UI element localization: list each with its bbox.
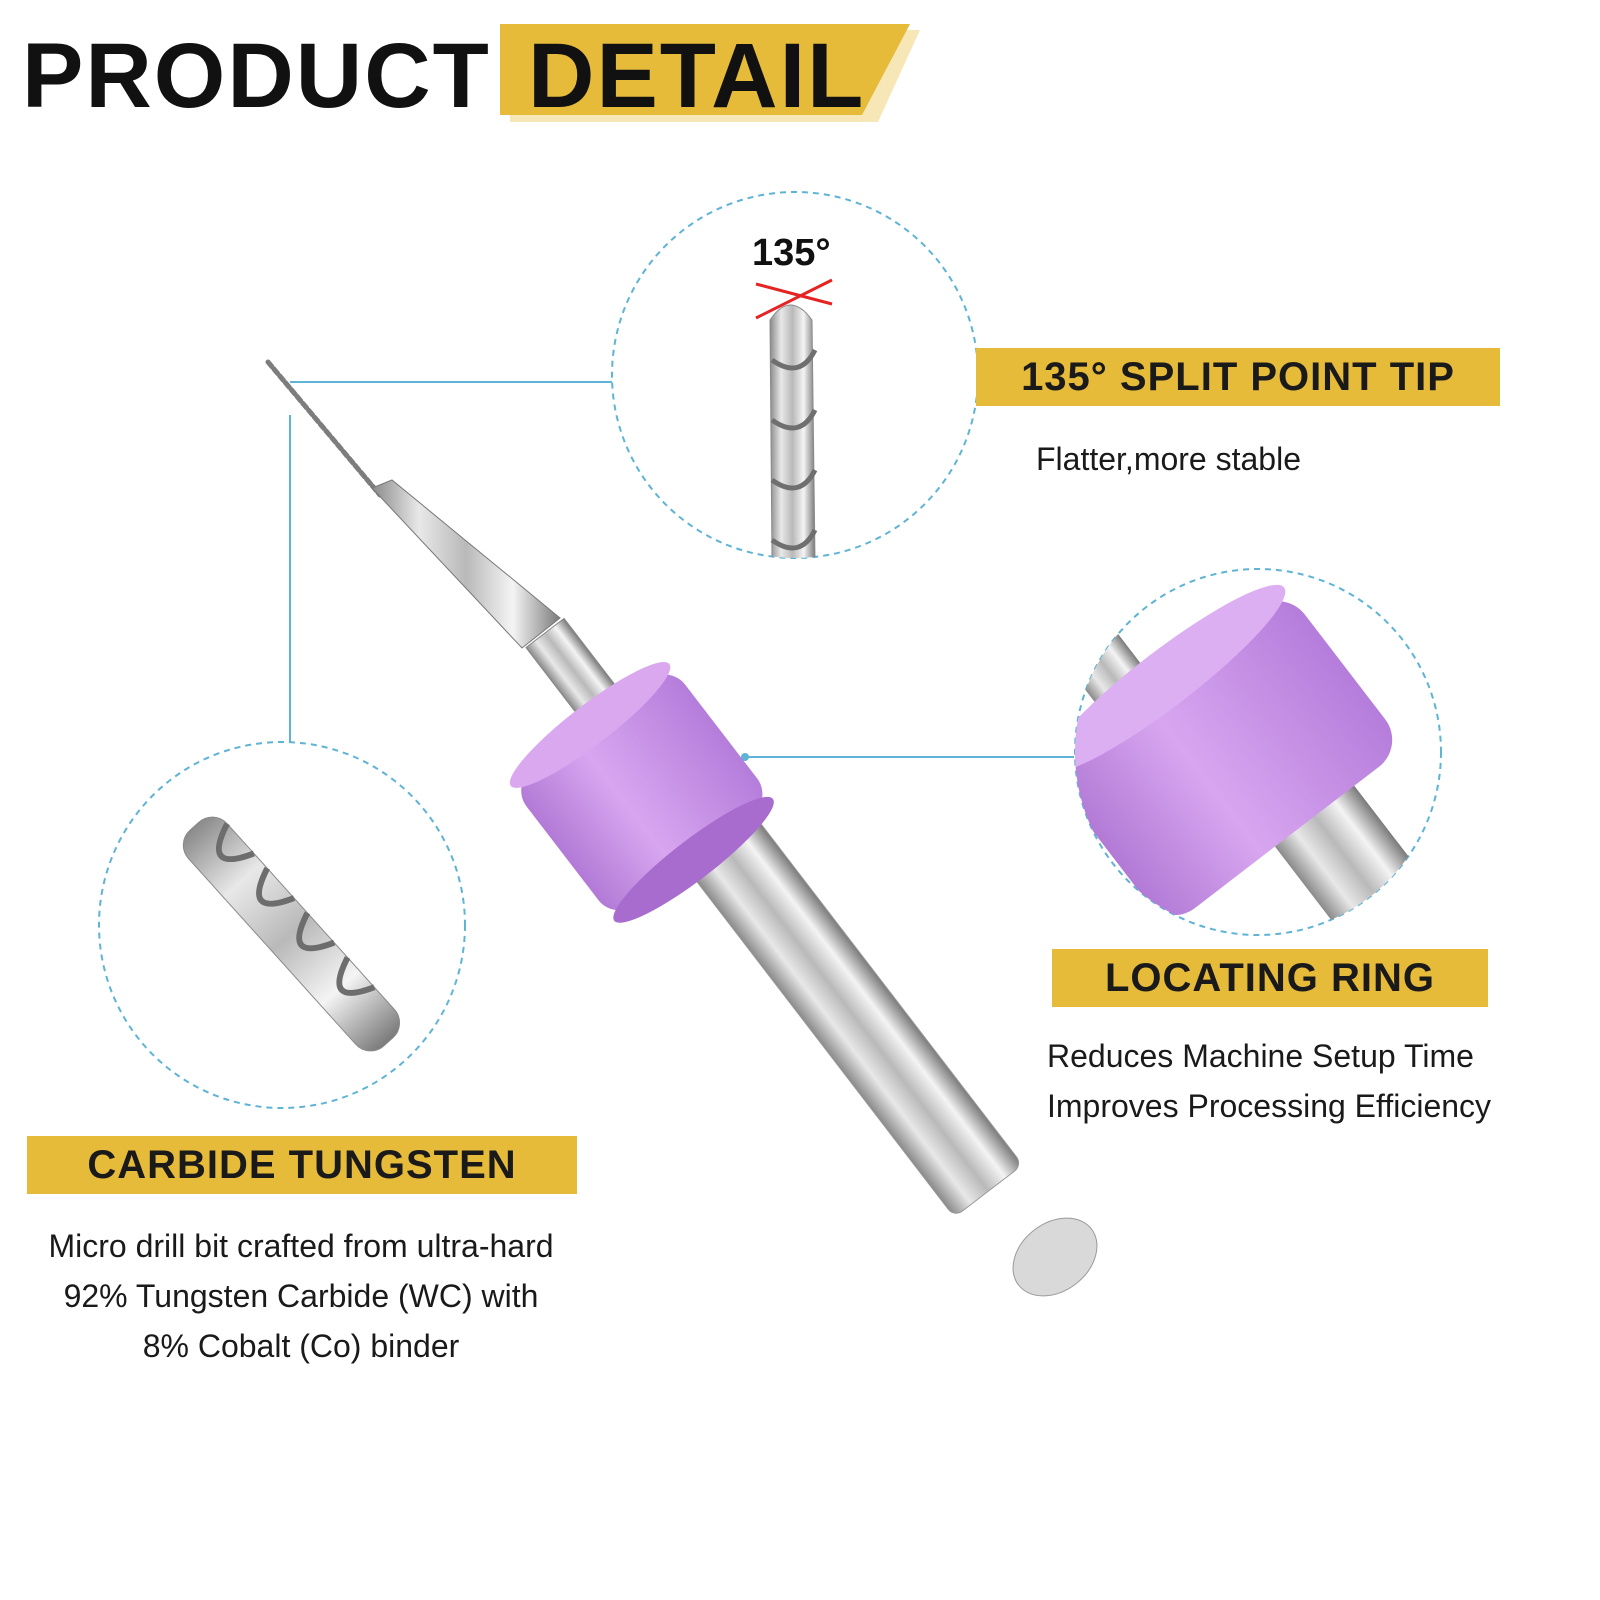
callout-lines (289, 381, 1074, 758)
tip-feature-description: Flatter,more stable (1036, 434, 1301, 484)
ring-description-line: Improves Processing Efficiency (1047, 1088, 1492, 1124)
angle-mark-line-2 (755, 278, 833, 320)
drill-bit-illustration (265, 359, 1098, 1297)
carbide-description-line: 92% Tungsten Carbide (WC) with (63, 1278, 539, 1314)
title-highlight-banner (500, 24, 920, 122)
split-point-tip-zoom (611, 191, 979, 559)
carbide-description-line: 8% Cobalt (Co) binder (142, 1328, 460, 1364)
page-title-highlight: DETAIL (528, 25, 866, 127)
carbide-feature-banner: CARBIDE TUNGSTEN (27, 1136, 577, 1194)
tip-angle-label: 135° (752, 232, 831, 274)
page-title-plain: PRODUCT (22, 25, 491, 127)
ring-feature-banner: LOCATING RING (1052, 949, 1488, 1007)
tip-description-line: Flatter,more stable (1036, 441, 1301, 477)
ring-callout-dot (741, 753, 749, 761)
ring-feature-description: Reduces Machine Setup Time Improves Proc… (1047, 1031, 1491, 1131)
angle-mark-line-1 (755, 282, 833, 306)
carbide-flute-zoom (98, 741, 466, 1109)
carbide-description-line: Micro drill bit crafted from ultra-hard (48, 1228, 554, 1264)
tip-feature-banner: 135° SPLIT POINT TIP (976, 348, 1500, 406)
ring-description-line: Reduces Machine Setup Time (1047, 1038, 1474, 1074)
carbide-feature-description: Micro drill bit crafted from ultra-hard … (0, 1221, 602, 1371)
